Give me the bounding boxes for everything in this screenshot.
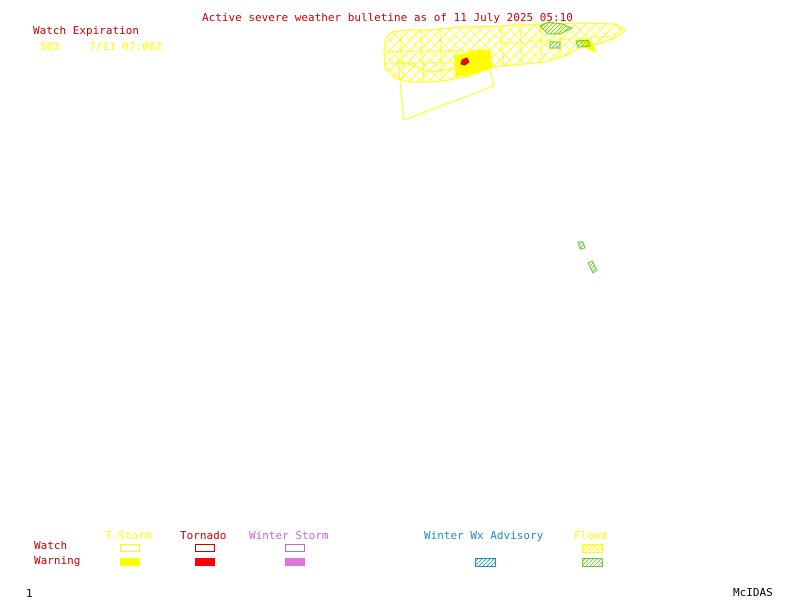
watch-number: 503 [40, 40, 60, 53]
flood-warning-3 [575, 39, 591, 48]
legend-winter-storm-warning-swatch [285, 558, 305, 566]
frame-number: 1 [26, 587, 33, 600]
legend-tstorm-watch-swatch [120, 544, 140, 552]
flood-warning-5 [587, 260, 598, 274]
tstorm-watch-county-lines [384, 23, 611, 83]
flood-warning-2 [549, 41, 561, 49]
bulletin-title: Active severe weather bulletine as of 11… [202, 11, 573, 24]
legend-tornado-label: Tornado [180, 529, 227, 542]
tornado-warning-area [460, 57, 470, 66]
legend-tornado-watch-swatch [195, 544, 215, 552]
legend-flood-warning-swatch [582, 558, 603, 567]
legend-tstorm-label: T-Storm [105, 529, 152, 542]
legend-tstorm-warning-swatch [120, 558, 140, 566]
legend-warning-label: Warning [34, 554, 81, 567]
legend-winter-wx-advisory-warning-swatch [475, 558, 496, 567]
legend-winter-wx-advisory-label: Winter Wx Advisory [424, 529, 544, 542]
legend-winter-storm-label: Winter Storm [249, 529, 329, 542]
flood-warning-1 [539, 21, 574, 35]
legend-watch-label: Watch [34, 539, 68, 552]
legend-tornado-warning-swatch [195, 558, 215, 566]
tstorm-watch-area [383, 22, 627, 83]
legend-winter-storm-watch-swatch [285, 544, 305, 552]
tstorm-warning-area [454, 49, 493, 77]
watch-expiration-time: 7/11 07:00Z [89, 40, 162, 53]
flood-warning-4 [577, 241, 586, 250]
legend-flood-label: Flood [574, 529, 608, 542]
watch-expiration-heading: Watch Expiration [33, 24, 139, 37]
legend-flood-watch-swatch [582, 544, 603, 553]
software-label: McIDAS [733, 586, 773, 599]
